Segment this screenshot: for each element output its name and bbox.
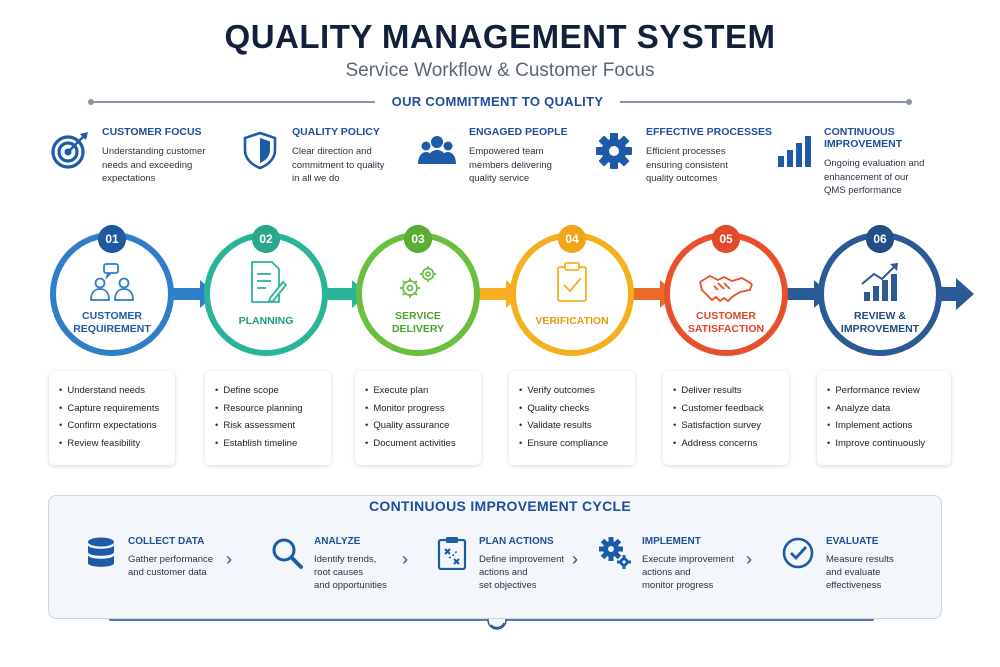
cycle-item-title: IMPLEMENT <box>642 536 701 547</box>
commitment-item-title: CONTINUOUS IMPROVEMENT <box>824 126 903 150</box>
bullet-item: Analyze data <box>827 400 951 418</box>
flow-arrow <box>784 280 830 308</box>
bullet-item: Understand needs <box>59 382 175 400</box>
cycle-item-title: PLAN ACTIONS <box>479 536 554 547</box>
cycle-item-title: EVALUATE <box>826 536 879 547</box>
stage-card: Verify outcomes Quality checks Validate … <box>509 371 635 465</box>
bullet-item: Implement actions <box>827 417 951 435</box>
bullet-item: Performance review <box>827 382 951 400</box>
clipboard-plan-icon <box>437 537 467 570</box>
bullet-item: Improve continuously <box>827 435 951 453</box>
document-pen-icon <box>251 261 288 304</box>
clipboard-check-icon <box>557 262 587 302</box>
commitment-header: OUR COMMITMENT TO QUALITY <box>88 94 912 110</box>
commitment-item-title: CUSTOMER FOCUS <box>102 126 202 138</box>
growth-chart-icon <box>861 263 898 301</box>
bullet-item: Validate results <box>519 417 635 435</box>
bullet-item: Quality checks <box>519 400 635 418</box>
handshake-icon <box>699 274 753 303</box>
flow-arrow <box>476 280 522 308</box>
bullet-item: Satisfaction survey <box>673 417 789 435</box>
bullet-item: Deliver results <box>673 382 789 400</box>
bullet-item: Establish timeline <box>215 435 331 453</box>
bullet-item: Customer feedback <box>673 400 789 418</box>
stage-card: Understand needs Capture requirements Co… <box>49 371 175 465</box>
page-title: QUALITY MANAGEMENT SYSTEM <box>224 18 776 55</box>
target-icon <box>51 132 88 169</box>
divider-dot <box>906 99 912 105</box>
divider-line <box>90 101 375 103</box>
magnifier-icon <box>272 538 303 569</box>
bullet-item: Ensure compliance <box>519 435 635 453</box>
bullet-item: Address concerns <box>673 435 789 453</box>
flow-arrow <box>168 280 216 308</box>
chevron-right-icon: › <box>746 549 752 569</box>
stage-number: 06 <box>866 225 894 253</box>
commitment-item-title: ENGAGED PEOPLE <box>469 126 568 138</box>
bullet-item: Execute plan <box>365 382 481 400</box>
bullet-item: Quality assurance <box>365 417 481 435</box>
stage-label: VERIFICATION <box>535 315 609 327</box>
bullet-item: Confirm expectations <box>59 417 175 435</box>
flow-arrow <box>630 280 676 308</box>
stage-number: 02 <box>252 225 280 253</box>
chevron-right-icon: › <box>572 549 578 569</box>
bullet-item: Document activities <box>365 435 481 453</box>
bullet-item: Verify outcomes <box>519 382 635 400</box>
flow-arrow-final <box>938 278 974 310</box>
bullet-item: Risk assessment <box>215 417 331 435</box>
people-icon <box>418 136 456 164</box>
shield-icon <box>243 131 277 170</box>
stage-number: 03 <box>404 225 432 253</box>
gears-icon <box>400 266 436 298</box>
stage-label: REVIEW &IMPROVEMENT <box>840 310 920 335</box>
cycle-item-title: COLLECT DATA <box>128 536 205 547</box>
bullet-item: Review feasibility <box>59 435 175 453</box>
bullet-item: Resource planning <box>215 400 331 418</box>
bar-chart-icon <box>778 136 811 167</box>
stage-number: 01 <box>98 225 126 253</box>
database-icon <box>88 537 114 567</box>
commitment-item-title: QUALITY POLICY <box>292 126 380 138</box>
stage-label: PLANNING <box>238 315 294 327</box>
chevron-right-icon: › <box>226 549 232 569</box>
page-subtitle: Service Workflow & Customer Focus <box>345 60 655 81</box>
commitment-item-title: EFFECTIVE PROCESSES <box>646 126 773 138</box>
cycle-item-title: ANALYZE <box>314 536 361 547</box>
gears-icon <box>599 537 631 569</box>
commitment-label: OUR COMMITMENT TO QUALITY <box>391 94 604 109</box>
improvement-cycle-panel <box>48 495 942 619</box>
bullet-item: Define scope <box>215 382 331 400</box>
stage-card: Execute plan Monitor progress Quality as… <box>355 371 481 465</box>
divider-line <box>620 101 910 103</box>
flow-arrow <box>322 280 368 308</box>
stage-number: 05 <box>712 225 740 253</box>
stage-card: Deliver results Customer feedback Satisf… <box>663 371 789 465</box>
bullet-item: Capture requirements <box>59 400 175 418</box>
stage-card: Performance review Analyze data Implemen… <box>817 371 951 465</box>
stage-card: Define scope Resource planning Risk asse… <box>205 371 331 465</box>
stage-number: 04 <box>558 225 586 253</box>
cycle-title: CONTINUOUS IMPROVEMENT CYCLE <box>369 498 631 514</box>
bullet-item: Monitor progress <box>365 400 481 418</box>
gear-icon <box>596 133 632 169</box>
check-circle-icon <box>782 537 814 569</box>
chevron-right-icon: › <box>402 549 408 569</box>
users-chat-icon <box>90 263 134 301</box>
